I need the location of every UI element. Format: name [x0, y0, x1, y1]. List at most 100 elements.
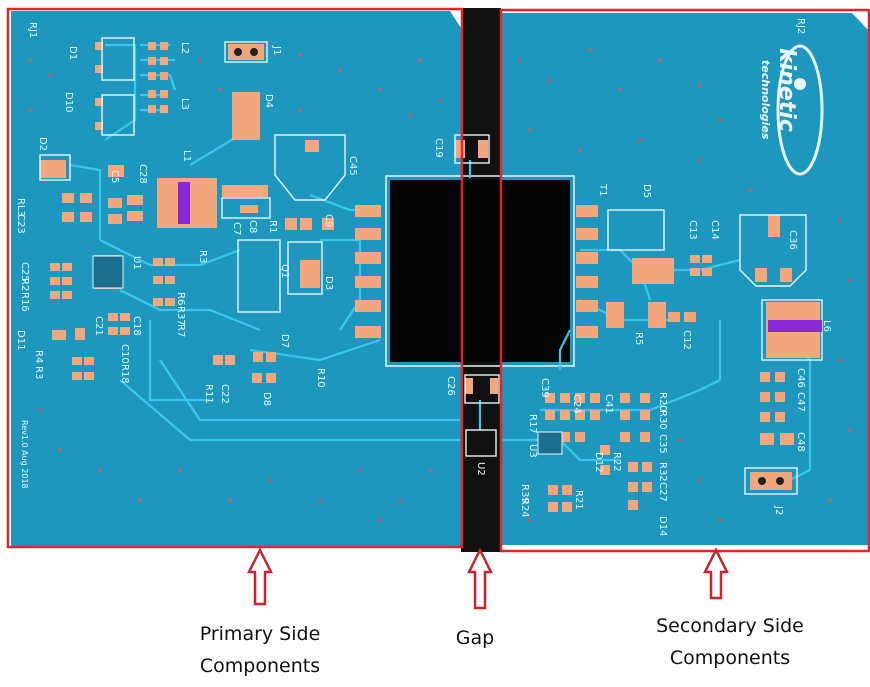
logo-swoosh: [776, 44, 824, 176]
connector-j1: [228, 44, 264, 60]
label-rev: Rev1.0 Aug 2018: [20, 420, 29, 489]
label-d8: D8: [261, 392, 272, 406]
label-r2: R2: [19, 278, 30, 291]
label-d7: D7: [279, 334, 290, 348]
secondary-region-box: [499, 8, 870, 553]
label-l2: L2: [179, 42, 190, 54]
label-r7: R7: [175, 324, 186, 337]
label-q1: Q1: [279, 264, 290, 278]
label-c9: C9: [323, 214, 334, 227]
label-c19: C19: [433, 138, 444, 158]
silkscreen: RJ1 RJ2 D1 D10 D2 L2 L3 J1 D4 L1 C28 C5 …: [15, 18, 832, 536]
label-r30: R30: [657, 410, 668, 430]
arrow-gap: [466, 547, 494, 610]
label-r1: R1: [267, 220, 278, 233]
inductor-l1-core: [178, 182, 190, 224]
label-d2: D2: [37, 137, 48, 151]
label-c8: C8: [247, 220, 258, 233]
label-j1: J1: [271, 45, 282, 55]
label-d4: D4: [263, 94, 274, 108]
label-l3: L3: [179, 98, 190, 110]
label-c13: C13: [687, 220, 698, 240]
label-c22: C22: [219, 384, 230, 404]
label-r3: R3: [33, 366, 44, 379]
caption-primary-line2: Components: [199, 655, 321, 677]
label-c46: C46: [795, 368, 806, 388]
label-c24: C24: [571, 394, 582, 414]
label-u1: U1: [131, 256, 142, 270]
logo-technologies-text: technologies: [759, 60, 772, 140]
caption-primary-line1: Primary Side: [199, 623, 321, 645]
transformer-outline: [385, 175, 575, 367]
label-c41: C41: [603, 394, 614, 414]
caption-secondary-line1: Secondary Side: [656, 615, 804, 637]
logo-kinetic-text: kinetic: [774, 48, 799, 132]
ic-u3: [537, 431, 563, 455]
label-r6: R6: [175, 292, 186, 305]
label-c35: C35: [657, 434, 668, 454]
label-c7: C7: [231, 222, 242, 235]
label-l1: L1: [181, 150, 192, 162]
connector-j2: [750, 472, 792, 490]
arrow-secondary: [702, 547, 730, 600]
label-r32: R32: [657, 462, 668, 482]
label-c18: C18: [131, 316, 142, 336]
caption-primary: Primary Side Components: [150, 618, 370, 682]
label-d1: D1: [67, 46, 78, 60]
label-c36: C36: [787, 230, 798, 250]
label-j2: J2: [773, 505, 784, 515]
caption-secondary: Secondary Side Components: [620, 610, 840, 674]
label-c48: C48: [795, 432, 806, 452]
label-r18: R18: [119, 364, 130, 384]
label-d14: D14: [657, 516, 668, 536]
label-u3: U3: [527, 444, 538, 458]
label-r16: R16: [19, 292, 30, 312]
label-r39: R39: [519, 484, 530, 504]
vias: [28, 48, 852, 522]
label-r13: RL3: [15, 198, 26, 217]
label-d5: D5: [641, 184, 652, 198]
label-l6: L6: [821, 320, 832, 332]
logo-dot: [794, 78, 806, 90]
caption-secondary-line2: Components: [669, 647, 791, 669]
label-r37: R37: [175, 306, 186, 326]
label-c27: C27: [657, 482, 668, 502]
connector-j2-pin1: [758, 477, 766, 485]
label-c23: C23: [15, 214, 26, 234]
arrows: [246, 547, 730, 610]
label-c47: C47: [795, 392, 806, 412]
label-d3: D3: [323, 276, 334, 290]
label-c39: C39: [539, 378, 550, 398]
label-r20: R20: [657, 392, 668, 412]
inductor-l6-core: [768, 320, 822, 332]
primary-board: [11, 11, 461, 548]
label-c14: C14: [709, 220, 720, 240]
label-c28: C28: [137, 164, 148, 184]
label-c10: C10: [119, 344, 130, 364]
label-d12: D12: [593, 452, 604, 472]
transformer-body: [390, 180, 570, 362]
label-d10: D10: [63, 92, 74, 112]
label-c45: C45: [347, 156, 358, 176]
label-u2: U2: [475, 462, 486, 476]
arrow-primary: [246, 547, 274, 606]
label-t1: T1: [597, 183, 608, 196]
connector-j2-pin2: [776, 477, 784, 485]
label-rj2: RJ2: [795, 18, 806, 34]
component-outlines: [39, 37, 823, 495]
label-r17: R17: [527, 414, 538, 434]
label-r3-top: R3: [197, 250, 208, 263]
label-r24: R24: [519, 498, 530, 518]
primary-region-box: [6, 7, 464, 549]
caption-gap-text: Gap: [455, 627, 495, 649]
connector-j1-pin1: [234, 48, 242, 56]
label-c5: C5: [109, 170, 120, 183]
label-d11: D11: [15, 330, 26, 350]
label-r22: R22: [611, 452, 622, 472]
label-c26: C26: [445, 376, 456, 396]
label-rj1: RJ1: [27, 22, 38, 38]
label-r11: R11: [203, 384, 214, 404]
connector-j1-pin2: [250, 48, 258, 56]
label-r10: R10: [315, 368, 326, 388]
